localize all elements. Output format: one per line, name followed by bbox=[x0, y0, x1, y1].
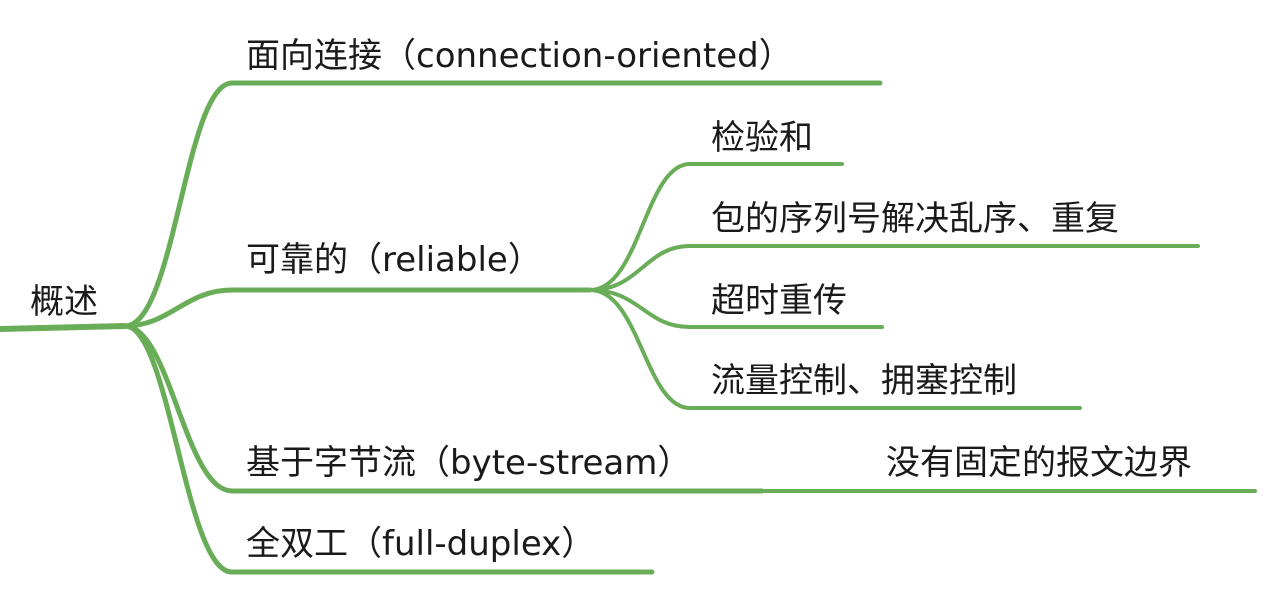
node-no-message-boundary: 没有固定的报文边界 bbox=[886, 443, 1192, 483]
branch-connector-connection-oriented bbox=[122, 80, 883, 329]
sub-connector-retransmission bbox=[588, 288, 884, 329]
branch-connector-full-duplex bbox=[122, 323, 655, 575]
node-flow-congestion-control: 流量控制、拥塞控制 bbox=[711, 361, 1017, 401]
sub-connector-sequence-number bbox=[588, 244, 1200, 292]
root-node-label: 概述 bbox=[30, 282, 98, 322]
branch-connector-reliable bbox=[122, 287, 593, 329]
node-sequence-number: 包的序列号解决乱序、重复 bbox=[711, 199, 1119, 239]
node-retransmission: 超时重传 bbox=[711, 281, 847, 321]
node-reliable: 可靠的（reliable） bbox=[246, 240, 542, 280]
node-byte-stream: 基于字节流（byte-stream） bbox=[246, 443, 692, 483]
sub-connector-flow-control bbox=[588, 288, 1082, 410]
sub-connector-checksum bbox=[588, 162, 844, 292]
node-full-duplex: 全双工（full-duplex） bbox=[246, 524, 596, 564]
node-checksum: 检验和 bbox=[711, 118, 813, 158]
root-connector bbox=[0, 323, 128, 332]
node-connection-oriented: 面向连接（connection-oriented） bbox=[246, 36, 793, 76]
